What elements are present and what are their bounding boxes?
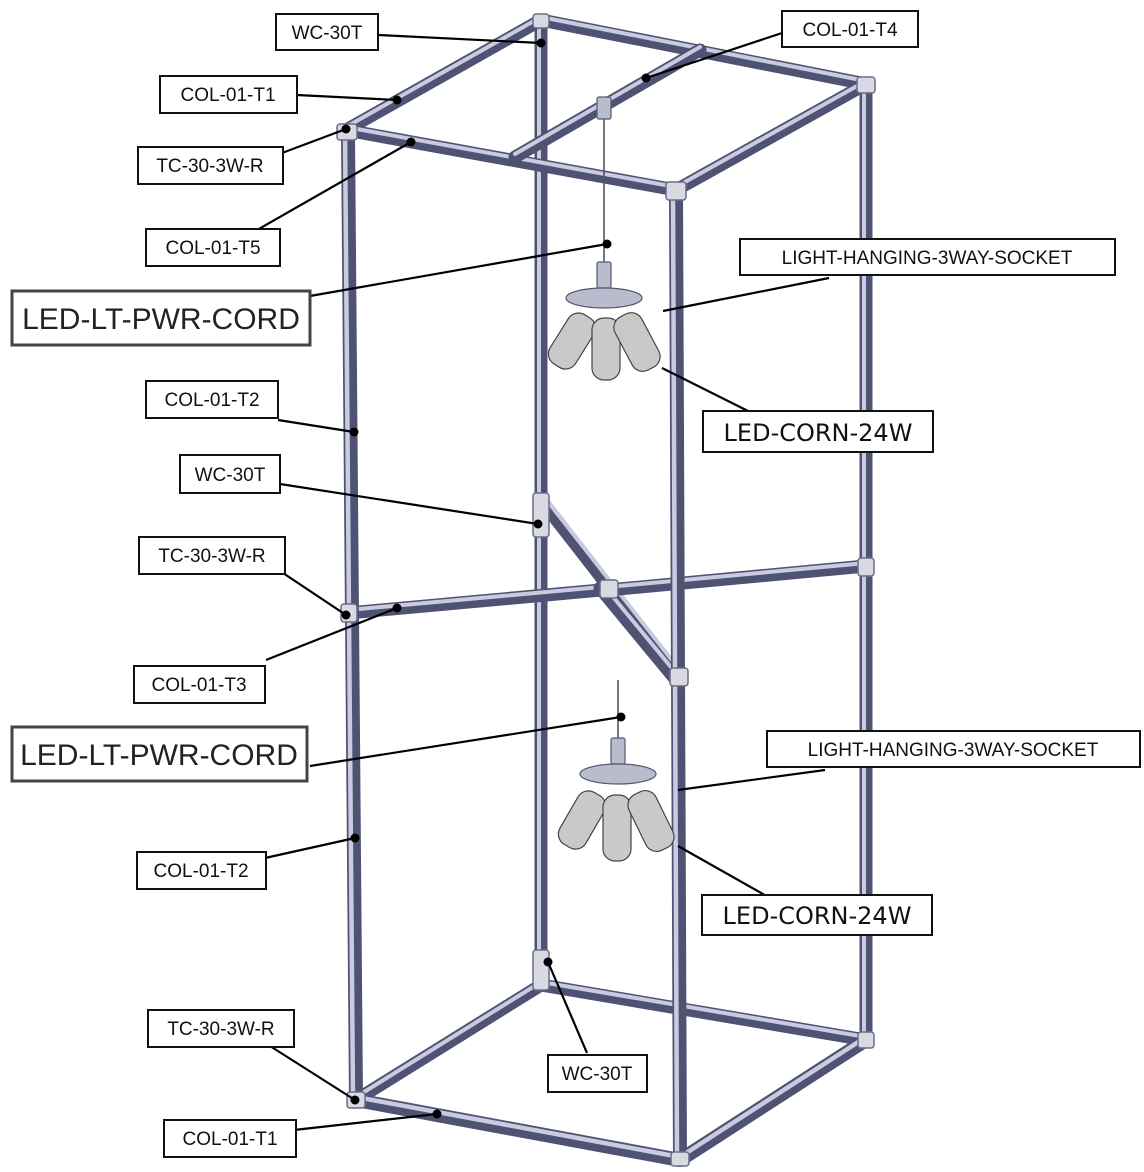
label-text: LIGHT-HANGING-3WAY-SOCKET [808, 740, 1099, 761]
bottom-frame [349, 1033, 873, 1167]
label-text: TC-30-3W-R [156, 156, 263, 177]
label-tc-30-3w-r-top: TC-30-3W-R [137, 146, 284, 185]
label-col-01-t1-bottom: COL-01-T1 [163, 1119, 297, 1158]
label-text: COL-01-T5 [165, 238, 260, 259]
label-text: LED-CORN-24W [724, 419, 913, 447]
mid-frame [341, 581, 683, 687]
part-labels: WC-30T COL-01-T4 COL-01-T1 TC-30-3W-R CO… [10, 10, 1141, 1158]
label-col-01-t2-upper: COL-01-T2 [145, 380, 279, 419]
label-light-hanging-socket-lower: LIGHT-HANGING-3WAY-SOCKET [766, 730, 1141, 768]
label-text: TC-30-3W-R [167, 1019, 274, 1040]
label-col-01-t5: COL-01-T5 [145, 228, 281, 267]
label-text: COL-01-T2 [164, 390, 259, 411]
label-text: COL-01-T3 [151, 675, 246, 696]
label-text: WC-30T [292, 23, 363, 44]
label-led-lt-pwr-cord-upper: LED-LT-PWR-CORD [10, 289, 312, 347]
label-led-corn-lower: LED-CORN-24W [701, 894, 933, 936]
label-light-hanging-socket-upper: LIGHT-HANGING-3WAY-SOCKET [739, 238, 1116, 276]
top-frame [339, 13, 873, 197]
label-text: COL-01-T2 [153, 861, 248, 882]
label-text: WC-30T [195, 465, 266, 486]
label-text: WC-30T [562, 1064, 633, 1085]
label-text: COL-01-T4 [802, 20, 897, 41]
label-text: LIGHT-HANGING-3WAY-SOCKET [782, 248, 1073, 269]
label-led-corn-upper: LED-CORN-24W [702, 410, 934, 453]
label-col-01-t3: COL-01-T3 [133, 665, 266, 704]
label-wc-30t-mid: WC-30T [179, 454, 281, 494]
label-col-01-t4: COL-01-T4 [781, 10, 919, 48]
leader-lines [249, 31, 830, 1132]
label-wc-30t-bottom: WC-30T [547, 1054, 648, 1093]
label-text: COL-01-T1 [180, 85, 275, 106]
label-text: LED-CORN-24W [723, 902, 912, 930]
label-text: COL-01-T1 [182, 1129, 277, 1150]
label-text: LED-LT-PWR-CORD [22, 303, 300, 336]
label-led-lt-pwr-cord-lower: LED-LT-PWR-CORD [10, 725, 309, 783]
label-wc-30t-top: WC-30T [275, 13, 379, 51]
label-text: LED-LT-PWR-CORD [20, 739, 298, 772]
label-text: TC-30-3W-R [158, 546, 265, 567]
label-col-01-t1-top: COL-01-T1 [159, 75, 298, 114]
lower-light-assembly [557, 680, 675, 862]
leader-dots [341, 38, 651, 1119]
frame [336, 13, 876, 1167]
label-col-01-t2-lower: COL-01-T2 [136, 851, 267, 890]
label-tc-30-3w-r-bottom: TC-30-3W-R [147, 1009, 295, 1048]
upper-light-assembly [547, 96, 661, 381]
label-tc-30-3w-r-mid: TC-30-3W-R [138, 536, 286, 575]
